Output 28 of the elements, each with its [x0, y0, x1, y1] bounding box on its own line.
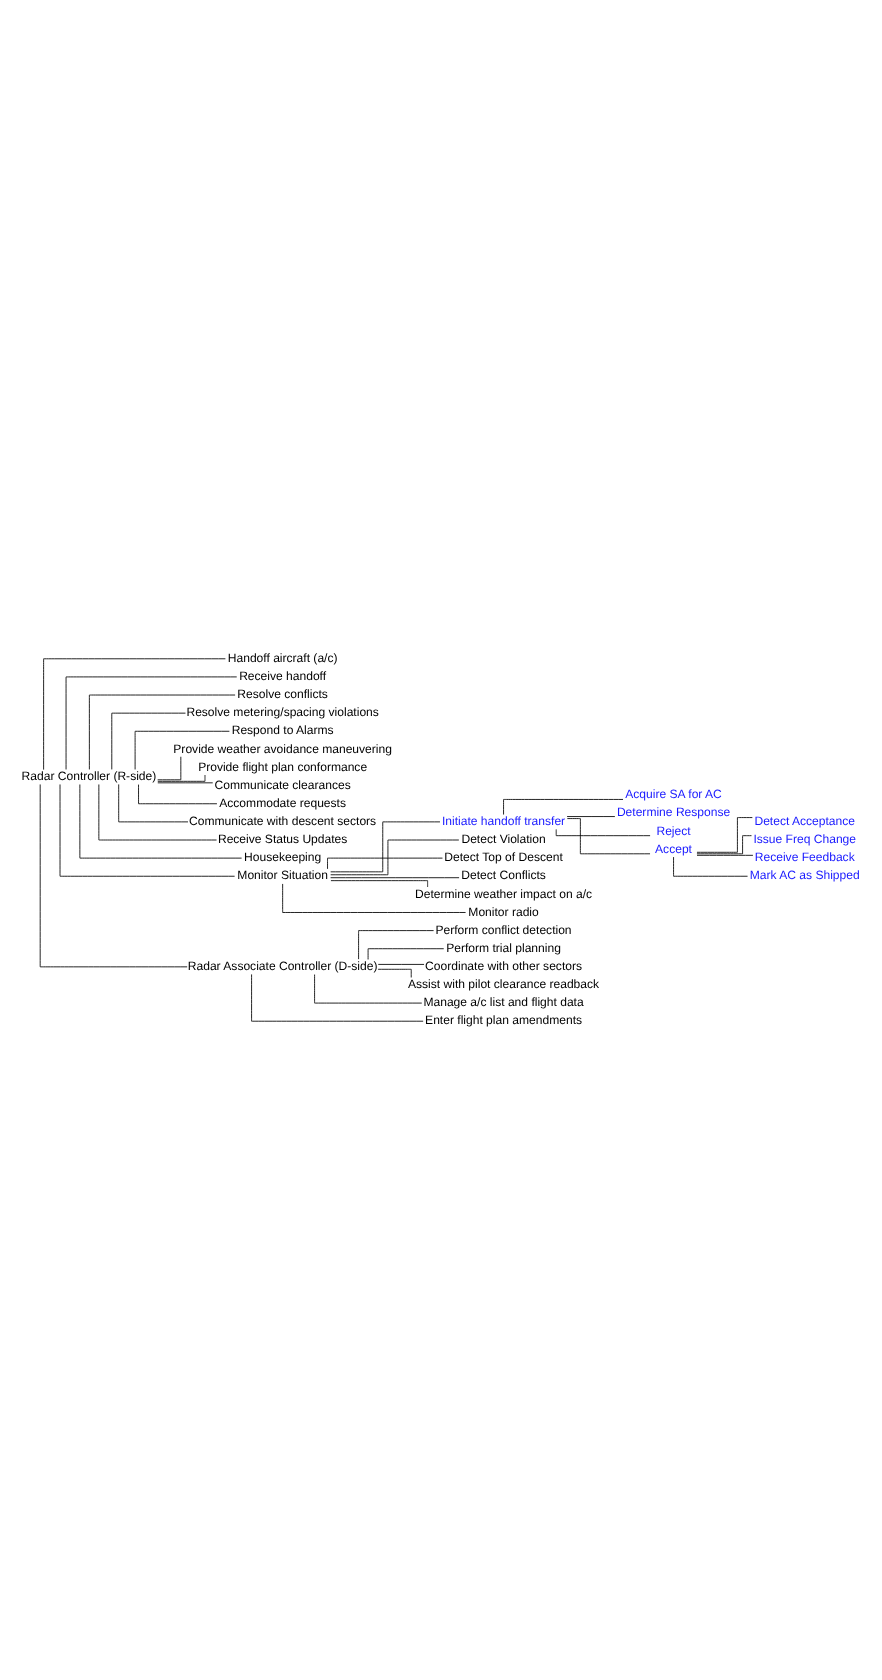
connector — [696, 835, 752, 855]
connector — [88, 694, 236, 770]
connector — [330, 821, 441, 873]
connector — [377, 964, 425, 965]
connector — [566, 818, 651, 855]
connector — [377, 968, 412, 978]
connector — [566, 816, 616, 817]
connector — [118, 784, 189, 823]
connector — [330, 839, 460, 876]
connector — [330, 880, 429, 888]
connector — [157, 782, 214, 784]
connector — [327, 857, 443, 870]
connector — [39, 784, 188, 968]
connector — [358, 930, 435, 960]
connector — [314, 974, 423, 1004]
connector — [157, 774, 206, 782]
connector — [134, 730, 230, 770]
connector — [251, 974, 424, 1022]
connector — [555, 829, 651, 837]
connector — [157, 756, 182, 781]
connector — [43, 658, 226, 771]
connector — [696, 854, 754, 856]
connector — [367, 948, 445, 960]
connector — [696, 817, 753, 853]
connector — [282, 883, 466, 913]
connector — [673, 856, 748, 877]
connector — [138, 784, 218, 805]
connector — [330, 877, 460, 879]
